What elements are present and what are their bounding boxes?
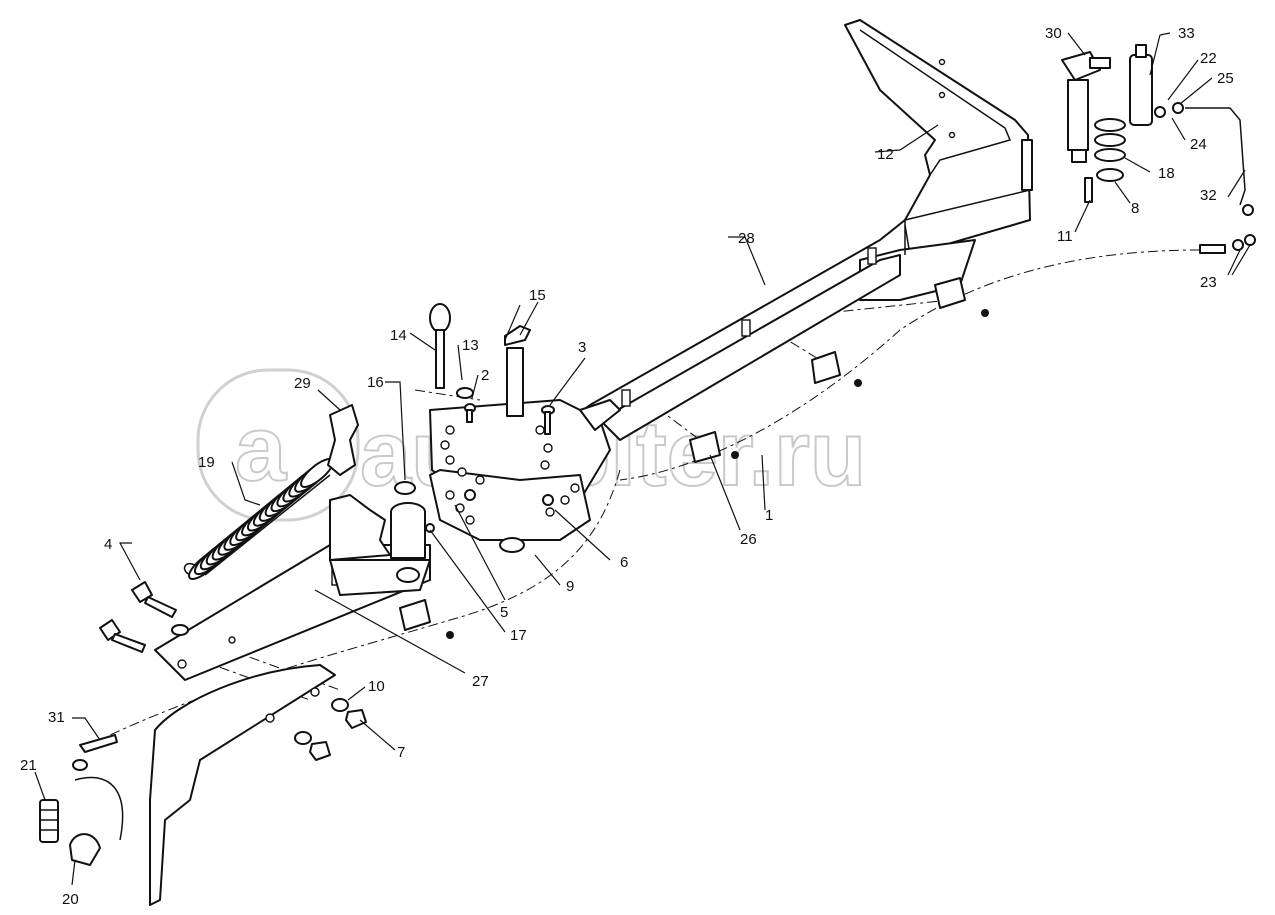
callout-6: 6 <box>620 554 628 571</box>
callout-15: 15 <box>529 287 546 304</box>
locking-pin <box>429 303 451 389</box>
nut-6 <box>464 489 554 506</box>
callout-20: 20 <box>62 891 79 908</box>
nut-7 <box>309 709 367 761</box>
callout-4: 4 <box>104 536 112 553</box>
callout-8: 8 <box>1131 200 1139 217</box>
washer-9 <box>499 537 525 553</box>
callout-21: 21 <box>20 757 37 774</box>
bushing-16 <box>394 481 416 495</box>
main-frame <box>569 19 1033 441</box>
hose-fitting <box>72 734 118 771</box>
drawbar-bracket <box>149 664 336 906</box>
callout-16: 16 <box>367 374 384 391</box>
callout-labels: 1 2 3 4 5 6 7 8 9 10 11 12 13 14 15 16 1… <box>20 25 1234 908</box>
dust-cap <box>69 776 124 866</box>
washer-8 <box>1096 168 1124 182</box>
callout-32: 32 <box>1200 187 1217 204</box>
callout-17: 17 <box>510 627 527 644</box>
callout-12: 12 <box>877 146 894 163</box>
callout-23: 23 <box>1200 274 1217 291</box>
callout-5: 5 <box>500 604 508 621</box>
leader-lines <box>34 32 1251 886</box>
spring-18 <box>1094 118 1126 162</box>
pivot-pin <box>504 325 531 417</box>
screw-17 <box>425 523 435 533</box>
fittings-23 <box>1199 204 1256 254</box>
quick-coupling <box>39 799 59 843</box>
bolt-4 <box>131 581 177 618</box>
spring <box>183 458 334 580</box>
callout-33: 33 <box>1178 25 1195 42</box>
cylinder-33 <box>1129 44 1153 126</box>
callout-26: 26 <box>740 531 757 548</box>
callout-29: 29 <box>294 375 311 392</box>
callout-27: 27 <box>472 673 489 690</box>
tow-bar <box>154 494 431 681</box>
callout-1: 1 <box>765 507 773 524</box>
callout-3: 3 <box>578 339 586 356</box>
callout-30: 30 <box>1045 25 1062 42</box>
callout-9: 9 <box>566 578 574 595</box>
callout-24: 24 <box>1190 136 1207 153</box>
pivot-plate-assembly <box>429 399 621 541</box>
spring-bracket <box>327 404 359 476</box>
callout-28: 28 <box>738 230 755 247</box>
callout-14: 14 <box>390 327 407 344</box>
bolt-3 <box>541 405 555 435</box>
washer-10 <box>294 698 349 745</box>
sleeve <box>390 502 426 583</box>
bolt-2 <box>464 403 476 423</box>
ring-13 <box>456 387 474 399</box>
callout-13: 13 <box>462 337 479 354</box>
svg-text:a: a <box>235 398 287 500</box>
clamp-blocks <box>399 277 989 639</box>
callout-31: 31 <box>48 709 65 726</box>
callout-7: 7 <box>397 744 405 761</box>
callout-19: 19 <box>198 454 215 471</box>
pin-11 <box>1084 177 1093 203</box>
hydraulic-cylinder-30 <box>1061 51 1111 163</box>
fittings-22-25 <box>1154 102 1246 206</box>
callout-22: 22 <box>1200 50 1217 67</box>
bolt-4b <box>99 619 189 653</box>
callout-18: 18 <box>1158 165 1175 182</box>
callout-25: 25 <box>1217 70 1234 87</box>
callout-2: 2 <box>481 367 489 384</box>
callout-11: 11 <box>1057 228 1073 245</box>
callout-10: 10 <box>368 678 385 695</box>
